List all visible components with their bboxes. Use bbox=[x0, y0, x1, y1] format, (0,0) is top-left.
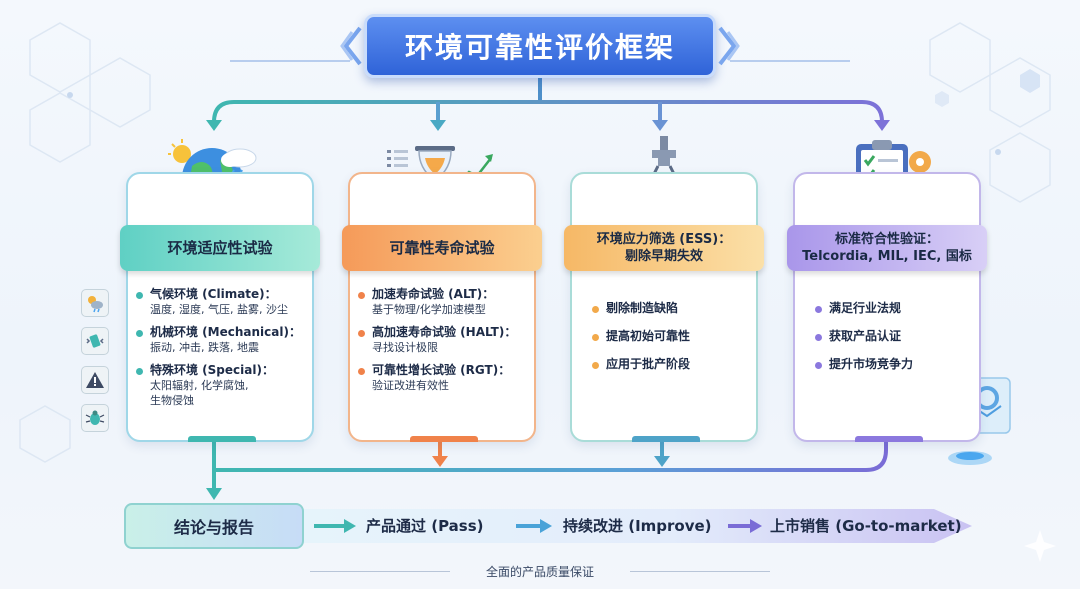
footer-left-line bbox=[310, 571, 450, 572]
bullet-dot bbox=[815, 362, 822, 369]
list-item: 加速寿命试验 (ALT)： 基于物理/化学加速模型 bbox=[358, 286, 530, 317]
weather-icon bbox=[81, 289, 109, 317]
flow-step-go-to-market: 上市销售 (Go-to-market) bbox=[770, 517, 962, 535]
bullet-dot bbox=[358, 330, 365, 337]
title-left-line bbox=[230, 60, 350, 62]
report-box: 结论与报告 bbox=[124, 503, 304, 549]
card-reliability-life bbox=[348, 172, 536, 442]
banner-subtitle: Telcordia, MIL, IEC, 国标 bbox=[802, 249, 972, 264]
item-detail: 验证改进有效性 bbox=[372, 379, 449, 392]
item-detail: 寻找设计极限 bbox=[372, 341, 438, 354]
title-right-line bbox=[730, 60, 850, 62]
item-title: 满足行业法规 bbox=[829, 301, 902, 315]
footer-caption: 全面的产品质量保证 bbox=[485, 565, 594, 579]
card-2-list: 加速寿命试验 (ALT)： 基于物理/化学加速模型 高加速寿命试验 (HALT)… bbox=[358, 286, 530, 400]
item-title: 高加速寿命试验 (HALT)： bbox=[372, 325, 517, 339]
item-detail-cont: 生物侵蚀 bbox=[150, 394, 194, 407]
banner-subtitle: 剔除早期失效 bbox=[624, 249, 703, 264]
banner-standards-compliance: 标准符合性验证： Telcordia, MIL, IEC, 国标 bbox=[787, 225, 987, 271]
list-item: 满足行业法规 bbox=[815, 300, 987, 316]
card-foot-bar bbox=[855, 436, 923, 442]
banner-environmental-adaptability: 环境适应性试验 bbox=[120, 225, 320, 271]
bullet-dot bbox=[592, 362, 599, 369]
item-title: 可靠性增长试验 (RGT)： bbox=[372, 363, 511, 377]
bullet-dot bbox=[358, 292, 365, 299]
flow-step-improve: 持续改进 (Improve) bbox=[563, 517, 712, 535]
warning-icon bbox=[81, 366, 109, 394]
list-item: 应用于批产阶段 bbox=[592, 356, 764, 372]
banner-title: 可靠性寿命试验 bbox=[389, 238, 495, 257]
list-item: 剔除制造缺陷 bbox=[592, 300, 764, 316]
title-box: 环境可靠性评价框架 bbox=[364, 14, 716, 78]
card-1-list: 气候环境 (Climate)： 温度, 湿度, 气压, 盐雾, 沙尘 机械环境 … bbox=[136, 286, 308, 415]
item-title: 机械环境 (Mechanical)： bbox=[150, 325, 301, 339]
list-item: 特殊环境 (Special)： 太阳辐射, 化学腐蚀, 生物侵蚀 bbox=[136, 362, 308, 408]
flow-step-pass: 产品通过 (Pass) bbox=[366, 517, 484, 535]
arrow-right-icon bbox=[728, 519, 762, 533]
card-standards-compliance bbox=[793, 172, 981, 442]
arrow-right-icon bbox=[516, 519, 552, 533]
list-item: 机械环境 (Mechanical)： 振动, 冲击, 跌落, 地震 bbox=[136, 324, 308, 355]
card-4-list: 满足行业法规 获取产品认证 提升市场竞争力 bbox=[815, 300, 987, 384]
list-item: 提高初始可靠性 bbox=[592, 328, 764, 344]
bug-icon bbox=[81, 404, 109, 432]
item-detail: 温度, 湿度, 气压, 盐雾, 沙尘 bbox=[150, 303, 288, 316]
bullet-dot bbox=[815, 306, 822, 313]
bullet-dot bbox=[136, 330, 143, 337]
card-environmental-adaptability bbox=[126, 172, 314, 442]
bullet-dot bbox=[592, 334, 599, 341]
item-title: 加速寿命试验 (ALT)： bbox=[372, 287, 495, 301]
list-item: 气候环境 (Climate)： 温度, 湿度, 气压, 盐雾, 沙尘 bbox=[136, 286, 308, 317]
bullet-dot bbox=[136, 292, 143, 299]
vibration-icon bbox=[81, 327, 109, 355]
list-item: 获取产品认证 bbox=[815, 328, 987, 344]
list-item: 提升市场竞争力 bbox=[815, 356, 987, 372]
item-detail: 基于物理/化学加速模型 bbox=[372, 303, 486, 316]
item-title: 获取产品认证 bbox=[829, 329, 902, 343]
chevron-left-icon bbox=[340, 26, 362, 66]
page-title: 环境可靠性评价框架 bbox=[404, 31, 675, 64]
item-title: 特殊环境 (Special)： bbox=[150, 363, 274, 377]
bullet-dot bbox=[358, 368, 365, 375]
footer-right-line bbox=[630, 571, 770, 572]
item-title: 剔除制造缺陷 bbox=[606, 301, 679, 315]
item-detail: 太阳辐射, 化学腐蚀, bbox=[150, 379, 249, 392]
banner-title: 环境应力筛选 (ESS)： bbox=[596, 232, 732, 247]
item-detail: 振动, 冲击, 跌落, 地震 bbox=[150, 341, 259, 354]
card-foot-bar bbox=[188, 436, 256, 442]
card-stress-screening bbox=[570, 172, 758, 442]
item-title: 气候环境 (Climate)： bbox=[150, 287, 277, 301]
bullet-dot bbox=[136, 368, 143, 375]
banner-reliability-life: 可靠性寿命试验 bbox=[342, 225, 542, 271]
report-label: 结论与报告 bbox=[173, 518, 254, 537]
item-title: 应用于批产阶段 bbox=[606, 357, 691, 371]
arrow-right-icon bbox=[314, 519, 356, 533]
list-item: 高加速寿命试验 (HALT)： 寻找设计极限 bbox=[358, 324, 530, 355]
bullet-dot bbox=[815, 334, 822, 341]
banner-stress-screening: 环境应力筛选 (ESS)： 剔除早期失效 bbox=[564, 225, 764, 271]
flow-arrow-band bbox=[304, 509, 972, 543]
banner-title: 环境适应性试验 bbox=[167, 238, 273, 257]
bullet-dot bbox=[592, 306, 599, 313]
card-3-list: 剔除制造缺陷 提高初始可靠性 应用于批产阶段 bbox=[592, 300, 764, 384]
item-title: 提高初始可靠性 bbox=[606, 329, 691, 343]
list-item: 可靠性增长试验 (RGT)： 验证改进有效性 bbox=[358, 362, 530, 393]
item-title: 提升市场竞争力 bbox=[829, 357, 914, 371]
banner-title: 标准符合性验证： bbox=[834, 232, 939, 247]
card-foot-bar bbox=[632, 436, 700, 442]
chevron-right-icon bbox=[718, 26, 740, 66]
title-banner: 环境可靠性评价框架 bbox=[230, 14, 850, 78]
card-foot-bar bbox=[410, 436, 478, 442]
